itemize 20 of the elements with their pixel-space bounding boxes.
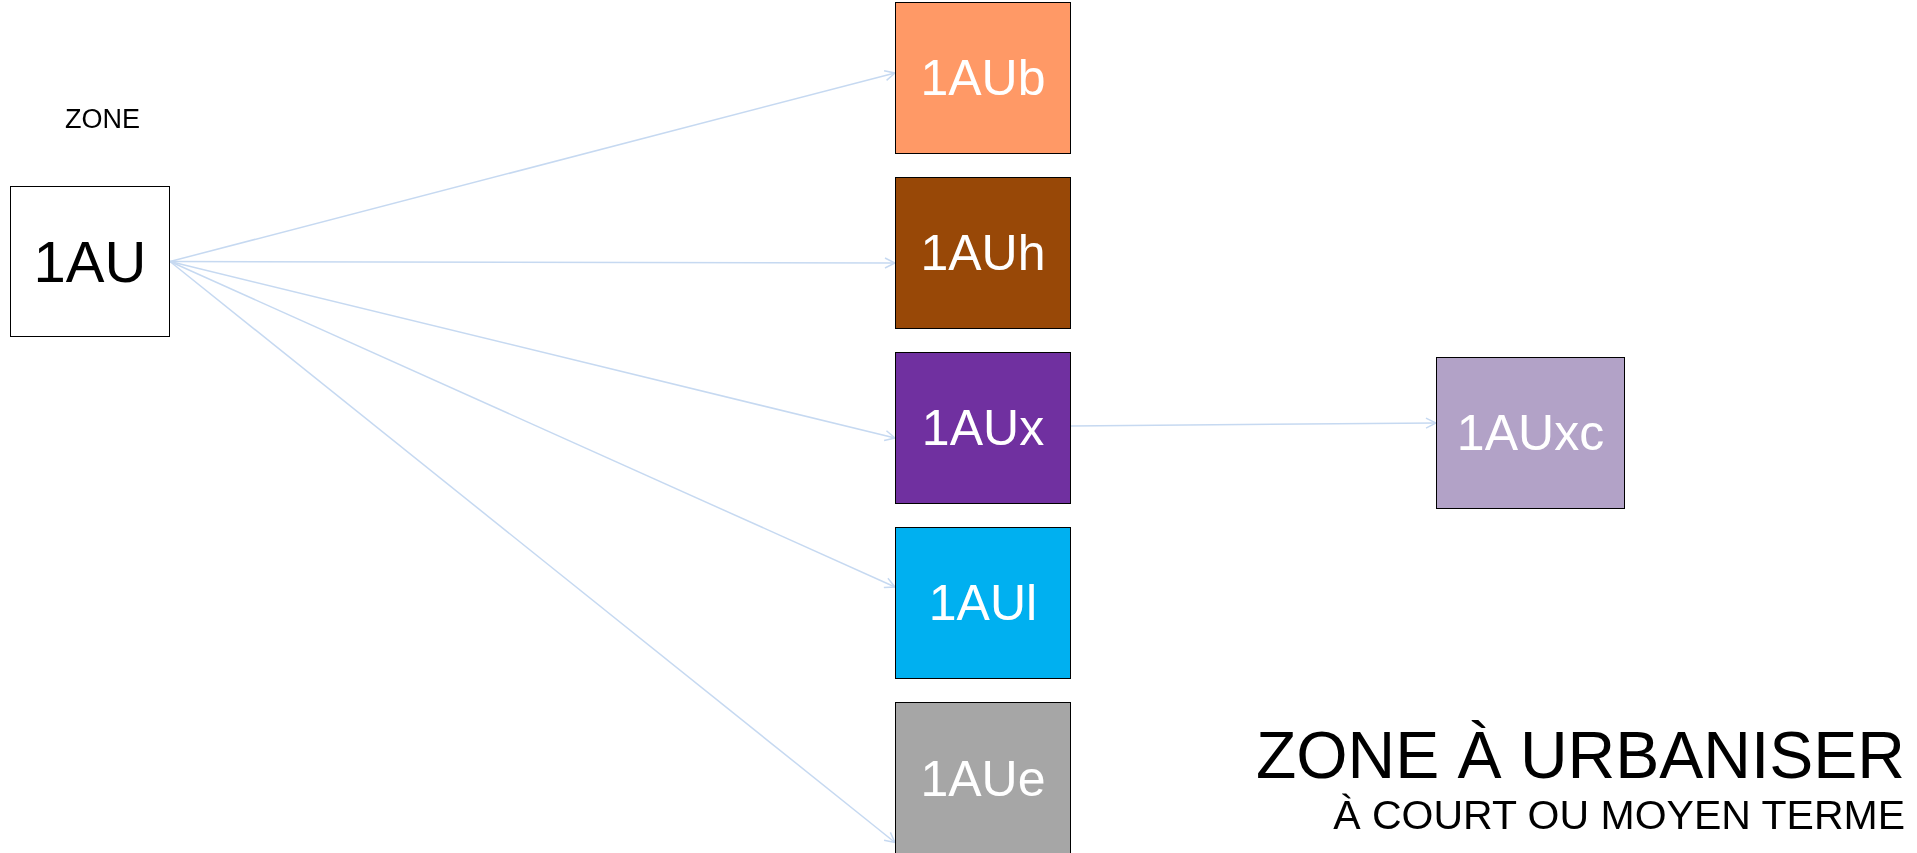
zone-box (895, 702, 1071, 853)
title: ZONE À URBANISER (1255, 722, 1905, 788)
zone-box (10, 186, 170, 337)
arrow (169, 260, 896, 844)
zone-box (895, 177, 1071, 329)
zone-code: 1AUb (920, 49, 1046, 107)
zone-code: 1AUl (928, 574, 1038, 632)
zone-code: 1AUxc (1456, 404, 1605, 462)
zone-code: 1AUe (920, 749, 1046, 808)
arrow (1070, 417, 1437, 429)
zone-code: 1AUx (921, 399, 1045, 457)
zone-code: 1AUh (920, 224, 1046, 282)
zone-heading: ZONE (65, 104, 140, 135)
zone-box (895, 352, 1071, 504)
arrow (169, 69, 896, 263)
zone-box (895, 527, 1071, 679)
subtitle: À COURT OU MOYEN TERME (1333, 795, 1905, 836)
zone-code: 1AU (33, 228, 147, 295)
zone-box (895, 2, 1071, 154)
zone-box (1436, 357, 1625, 509)
